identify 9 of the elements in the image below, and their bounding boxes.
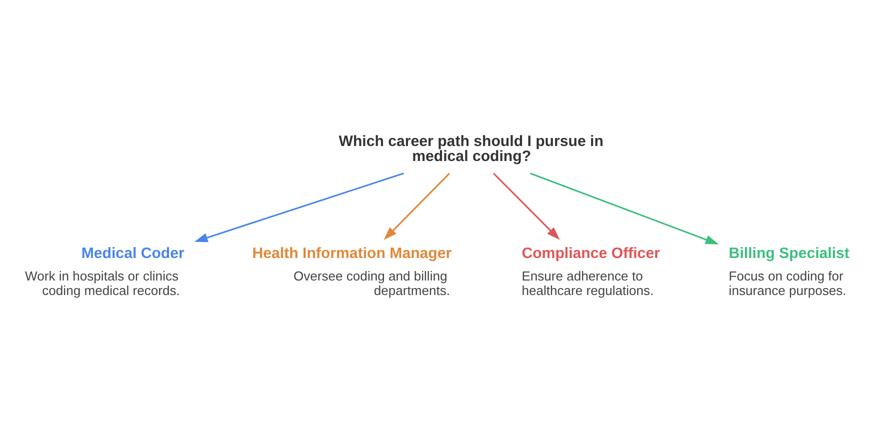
arrow — [384, 172, 450, 240]
arrow — [194, 172, 404, 242]
arrow — [530, 172, 719, 244]
node-text: Billing Specialist Focus on coding for insurance purposes. — [728, 244, 850, 298]
node-text: Health Information Manager Oversee coding and billing departments. — [252, 244, 452, 298]
node-text: Compliance Officer Ensure adherence to healthcare regulations. — [522, 244, 660, 298]
node-text: Medical Coder Work in hospitals or clinics coding medical records. — [25, 244, 184, 298]
arrow — [493, 172, 560, 240]
node-text: Which career path should I pursue in medical coding? — [338, 132, 604, 165]
